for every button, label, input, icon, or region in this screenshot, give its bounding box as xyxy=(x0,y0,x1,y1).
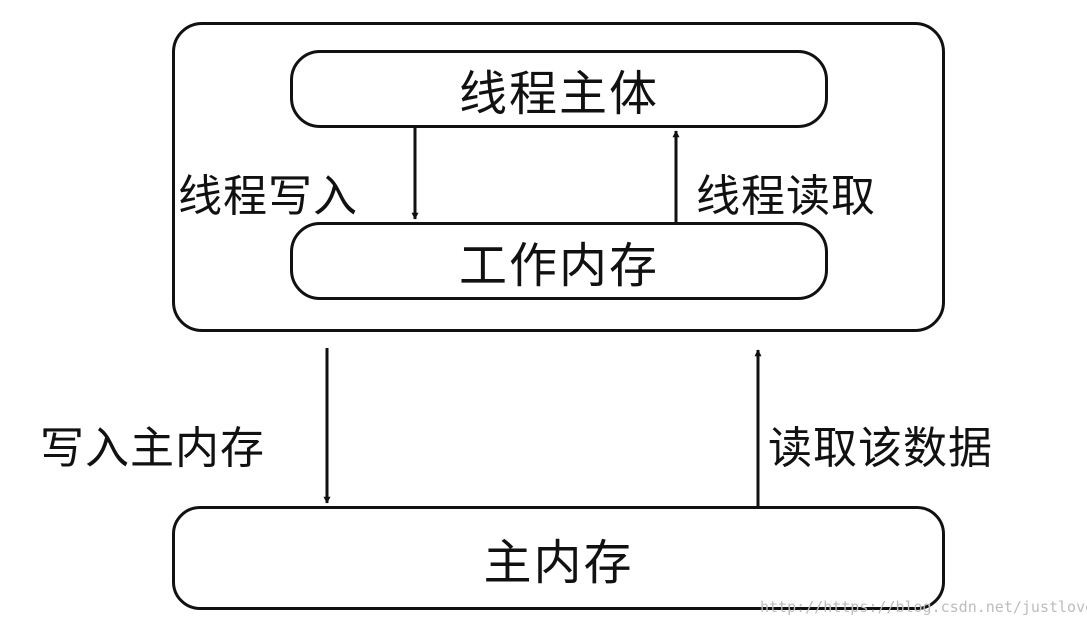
thread-write-label: 线程写入 xyxy=(178,171,358,222)
thread-body-label: 线程主体 xyxy=(458,66,659,122)
read-data-label: 读取该数据 xyxy=(768,423,993,474)
working-memory-box: 工作内存 xyxy=(290,222,828,300)
watermark-text: http://https://blog.csdn.net/justloveyou… xyxy=(760,598,1087,616)
main-memory-label: 主内存 xyxy=(483,535,634,591)
thread-read-label: 线程读取 xyxy=(696,171,876,222)
write-main-label: 写入主内存 xyxy=(40,423,265,474)
working-memory-label: 工作内存 xyxy=(458,238,659,294)
main-memory-box: 主内存 xyxy=(172,506,945,610)
thread-body-box: 线程主体 xyxy=(290,50,828,128)
